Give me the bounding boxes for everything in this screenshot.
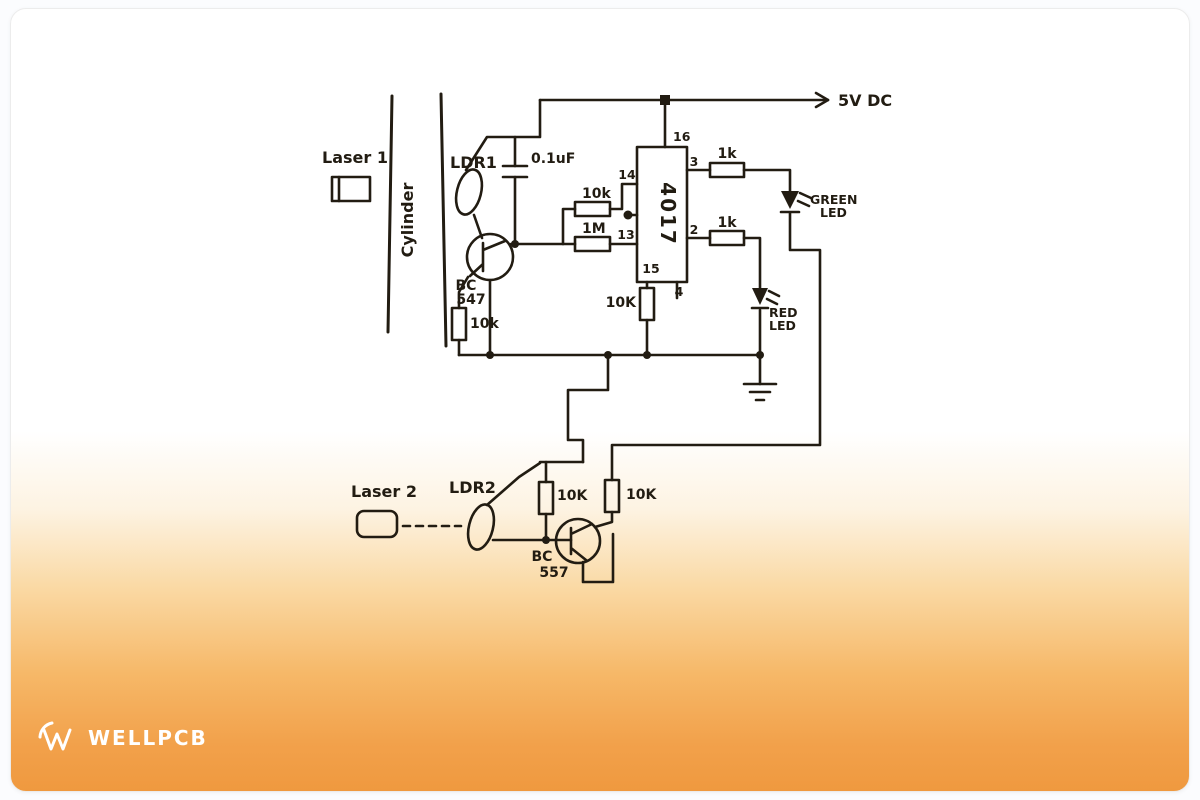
ldr1-symbol	[454, 168, 484, 216]
transistor-bc547-symbol	[465, 232, 515, 282]
pin2-label: 2	[690, 222, 699, 237]
laser2-symbol	[355, 509, 399, 539]
ldr2-symbol	[466, 503, 496, 551]
red-led-symbol	[750, 288, 781, 310]
wire-green-to-lower	[610, 211, 822, 482]
power-label: 5V DC	[838, 91, 892, 110]
wire-ldr2-feed	[485, 461, 542, 507]
red-led-triangle	[752, 288, 768, 305]
red-led-arrows-icon	[765, 289, 781, 306]
cylinder-wall-left	[386, 94, 394, 334]
green-led-arrows-icon	[796, 191, 813, 208]
brand-text: WELLPCB	[88, 726, 208, 750]
junction-dot	[542, 536, 550, 544]
green-led-triangle	[781, 191, 799, 209]
junction-dot	[643, 351, 651, 359]
red-led-label-1: RED	[769, 305, 798, 320]
schematic-labels: 5V DC Laser 1 Cylinder LDR1 0.1uF 10k 1M…	[322, 91, 892, 581]
wire-rail-to-ldr1	[464, 98, 542, 172]
footer-brand: WELLPCB	[36, 720, 208, 756]
cylinder-label: Cylinder	[398, 183, 417, 258]
arrow-5v-icon	[814, 91, 830, 109]
r10k-b2-label: 10K	[626, 487, 657, 503]
pin14-label: 14	[618, 167, 636, 182]
capacitor-symbol	[501, 164, 529, 179]
pin3-label: 3	[690, 154, 699, 169]
resistor-10k-clock	[573, 200, 612, 218]
wire-r10k-pin14	[608, 182, 639, 211]
wire-ldr1-base	[472, 213, 484, 240]
transistor-bc547-legs	[468, 239, 507, 278]
component-symbols	[330, 92, 813, 565]
r1m-label: 1M	[582, 221, 606, 237]
wire-r10k-left	[561, 207, 577, 246]
resistor-1m	[573, 235, 612, 253]
laser1-label: Laser 1	[322, 148, 388, 167]
pin16-label: 16	[673, 129, 691, 144]
r10k-q1-label: 10k	[470, 316, 499, 332]
junction-dot	[511, 240, 519, 248]
q1-label-2: 547	[456, 292, 485, 308]
pin13-label: 13	[617, 227, 634, 242]
q2-label-2: 557	[539, 565, 568, 581]
r10k-b1-label: 10K	[557, 488, 588, 504]
junction-dot-pin8	[623, 210, 633, 220]
transistor-bc557-legs	[569, 522, 594, 562]
wire-zig-lower	[566, 353, 610, 464]
q2-label-1: BC	[532, 549, 553, 565]
r1k-red-label: 1k	[717, 215, 737, 231]
ground-icon	[742, 382, 778, 402]
pin4-label: 4	[675, 284, 684, 299]
wire-q2-emitter	[581, 532, 615, 584]
cap-label: 0.1uF	[531, 151, 575, 167]
resistor-1k-green	[708, 161, 746, 179]
wellpcb-logo-icon	[38, 721, 72, 751]
red-led-label-2: LED	[769, 318, 796, 333]
junction-dot	[486, 351, 494, 359]
ldr1-label: LDR1	[450, 153, 497, 172]
junction-dot	[604, 351, 612, 359]
laser2-label: Laser 2	[351, 482, 417, 501]
green-led-label-2: LED	[820, 205, 847, 220]
resistor-10k-b1	[537, 480, 555, 516]
pin15-label: 15	[642, 261, 659, 276]
wire-pin2-red	[685, 236, 762, 290]
resistor-10k-q1	[450, 306, 468, 342]
r10k-reset-label: 10K	[606, 295, 637, 311]
cylinder-wall-right	[439, 92, 448, 348]
junction-square	[660, 95, 670, 105]
transistor-bc557-symbol	[554, 517, 602, 565]
resistor-1k-red	[708, 229, 746, 247]
laser1-symbol	[330, 175, 372, 203]
content-card	[10, 8, 1190, 792]
junction-dot	[756, 351, 764, 359]
ldr2-label: LDR2	[449, 478, 496, 497]
wire-q1-emitter	[457, 275, 470, 357]
resistor-10k-reset	[638, 286, 656, 322]
wire-pin3-green	[685, 168, 792, 193]
r10k-clock-label: 10k	[582, 186, 611, 202]
green-led-label-1: GREEN	[810, 192, 857, 207]
q1-label-1: BC	[456, 278, 477, 294]
circuit-wires	[457, 91, 830, 584]
r1k-green-label: 1k	[717, 146, 737, 162]
transistor-bc547-body	[465, 232, 515, 282]
ic-4017-label: 4017	[656, 182, 680, 246]
green-led-symbol	[779, 191, 813, 214]
wire-q2-collector	[593, 510, 614, 529]
transistor-bc557-body	[554, 517, 602, 565]
ic-4017-body	[635, 145, 689, 284]
resistor-10k-b2	[603, 478, 621, 514]
